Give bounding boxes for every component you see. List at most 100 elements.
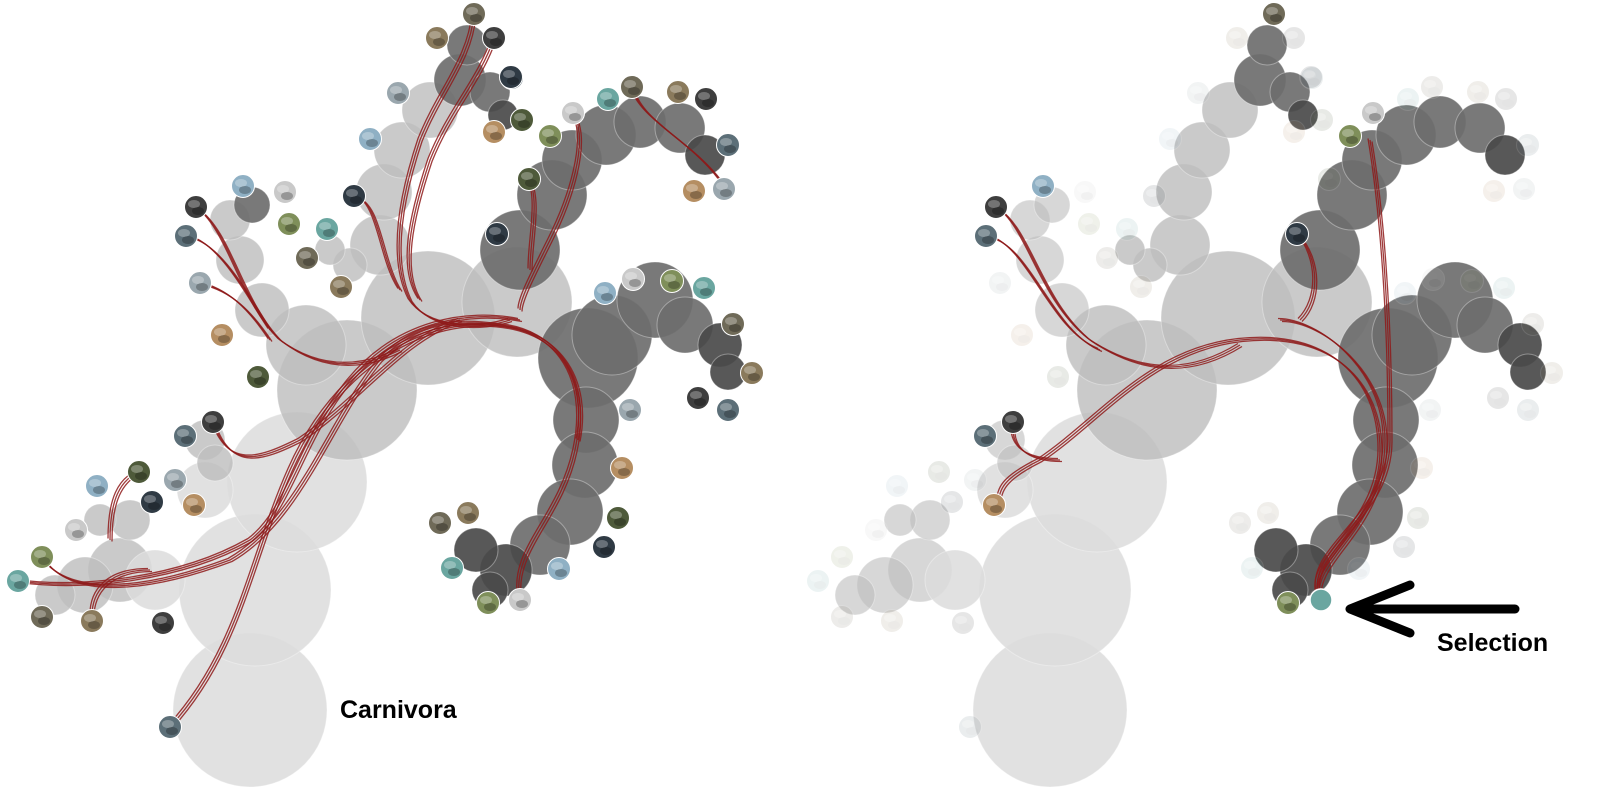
species-thumbnail[interactable]: [1521, 312, 1545, 336]
species-thumbnail[interactable]: [1276, 591, 1300, 615]
species-thumbnail[interactable]: [940, 490, 964, 514]
species-thumbnail[interactable]: [6, 569, 30, 593]
species-thumbnail[interactable]: [499, 65, 523, 89]
species-thumbnail[interactable]: [1240, 556, 1264, 580]
species-thumbnail[interactable]: [456, 501, 480, 525]
species-thumbnail[interactable]: [1256, 501, 1280, 525]
species-thumbnail[interactable]: [1031, 174, 1055, 198]
species-thumbnail[interactable]: [973, 424, 997, 448]
species-thumbnail[interactable]: [610, 456, 634, 480]
species-thumbnail[interactable]: [174, 224, 198, 248]
species-thumbnail[interactable]: [315, 217, 339, 241]
species-thumbnail[interactable]: [984, 195, 1008, 219]
species-thumbnail[interactable]: [1460, 269, 1484, 293]
species-thumbnail[interactable]: [927, 460, 951, 484]
tree-node[interactable]: [924, 549, 986, 611]
species-thumbnail[interactable]: [716, 398, 740, 422]
species-thumbnail[interactable]: [64, 518, 88, 542]
species-thumbnail[interactable]: [342, 184, 366, 208]
species-thumbnail[interactable]: [958, 715, 982, 739]
tree-node[interactable]: [196, 444, 234, 482]
species-thumbnail[interactable]: [482, 120, 506, 144]
species-thumbnail[interactable]: [1282, 26, 1306, 50]
species-thumbnail[interactable]: [1228, 511, 1252, 535]
species-thumbnail[interactable]: [1482, 179, 1506, 203]
species-thumbnail[interactable]: [1282, 120, 1306, 144]
species-thumbnail[interactable]: [158, 715, 182, 739]
tree-node[interactable]: [1065, 304, 1147, 386]
species-thumbnail[interactable]: [1262, 2, 1286, 26]
species-thumbnail[interactable]: [618, 398, 642, 422]
species-thumbnail[interactable]: [620, 75, 644, 99]
tree-node[interactable]: [883, 503, 917, 537]
tree-node[interactable]: [1484, 134, 1526, 176]
species-thumbnail[interactable]: [246, 365, 270, 389]
species-thumbnail[interactable]: [30, 545, 54, 569]
species-thumbnail[interactable]: [1540, 361, 1564, 385]
species-thumbnail[interactable]: [1516, 398, 1540, 422]
species-thumbnail[interactable]: [358, 127, 382, 151]
species-thumbnail[interactable]: [1225, 26, 1249, 50]
species-thumbnail[interactable]: [1347, 557, 1371, 581]
species-thumbnail[interactable]: [694, 87, 718, 111]
species-thumbnail[interactable]: [660, 269, 684, 293]
tree-node[interactable]: [1253, 527, 1299, 573]
species-thumbnail[interactable]: [510, 108, 534, 132]
species-thumbnail[interactable]: [127, 460, 151, 484]
species-thumbnail[interactable]: [682, 179, 706, 203]
species-thumbnail[interactable]: [1046, 365, 1070, 389]
species-thumbnail[interactable]: [885, 474, 909, 498]
species-thumbnail[interactable]: [951, 611, 975, 635]
species-thumbnail[interactable]: [30, 605, 54, 629]
species-thumbnail[interactable]: [173, 424, 197, 448]
species-thumbnail[interactable]: [329, 275, 353, 299]
species-thumbnail[interactable]: [593, 281, 617, 305]
species-thumbnail[interactable]: [1420, 75, 1444, 99]
species-thumbnail[interactable]: [462, 2, 486, 26]
species-thumbnail[interactable]: [1392, 535, 1416, 559]
species-thumbnail[interactable]: [163, 468, 187, 492]
species-thumbnail[interactable]: [1186, 81, 1210, 105]
species-thumbnail[interactable]: [1393, 281, 1417, 305]
species-thumbnail[interactable]: [1129, 275, 1153, 299]
species-thumbnail[interactable]: [295, 246, 319, 270]
species-thumbnail[interactable]: [621, 267, 645, 291]
species-thumbnail[interactable]: [666, 80, 690, 104]
species-thumbnail[interactable]: [231, 174, 255, 198]
species-thumbnail[interactable]: [1410, 456, 1434, 480]
species-thumbnail[interactable]: [830, 605, 854, 629]
species-thumbnail[interactable]: [182, 493, 206, 517]
species-thumbnail[interactable]: [606, 506, 630, 530]
tree-node[interactable]: [1173, 121, 1231, 179]
species-thumbnail[interactable]: [830, 545, 854, 569]
species-thumbnail[interactable]: [1406, 506, 1430, 530]
species-thumbnail[interactable]: [1492, 276, 1516, 300]
species-thumbnail[interactable]: [476, 591, 500, 615]
species-thumbnail[interactable]: [1486, 386, 1510, 410]
tree-node[interactable]: [1287, 99, 1319, 131]
species-thumbnail[interactable]: [880, 609, 904, 633]
species-thumbnail[interactable]: [1010, 323, 1034, 347]
species-thumbnail[interactable]: [210, 323, 234, 347]
species-thumbnail[interactable]: [712, 177, 736, 201]
species-thumbnail[interactable]: [188, 271, 212, 295]
species-thumbnail[interactable]: [686, 386, 710, 410]
species-thumbnail[interactable]: [277, 212, 301, 236]
species-thumbnail[interactable]: [151, 611, 175, 635]
species-thumbnail[interactable]: [721, 312, 745, 336]
species-thumbnail[interactable]: [547, 557, 571, 581]
species-thumbnail[interactable]: [1300, 66, 1324, 90]
species-thumbnail[interactable]: [386, 81, 410, 105]
species-thumbnail[interactable]: [85, 474, 109, 498]
species-thumbnail[interactable]: [517, 167, 541, 191]
tree-node[interactable]: [453, 527, 499, 573]
species-thumbnail[interactable]: [963, 468, 987, 492]
species-thumbnail[interactable]: [485, 222, 509, 246]
species-thumbnail[interactable]: [428, 511, 452, 535]
species-thumbnail[interactable]: [988, 271, 1012, 295]
species-thumbnail[interactable]: [1466, 80, 1490, 104]
species-thumbnail[interactable]: [561, 101, 585, 125]
species-thumbnail[interactable]: [1158, 127, 1182, 151]
species-thumbnail[interactable]: [140, 490, 164, 514]
species-thumbnail[interactable]: [538, 124, 562, 148]
